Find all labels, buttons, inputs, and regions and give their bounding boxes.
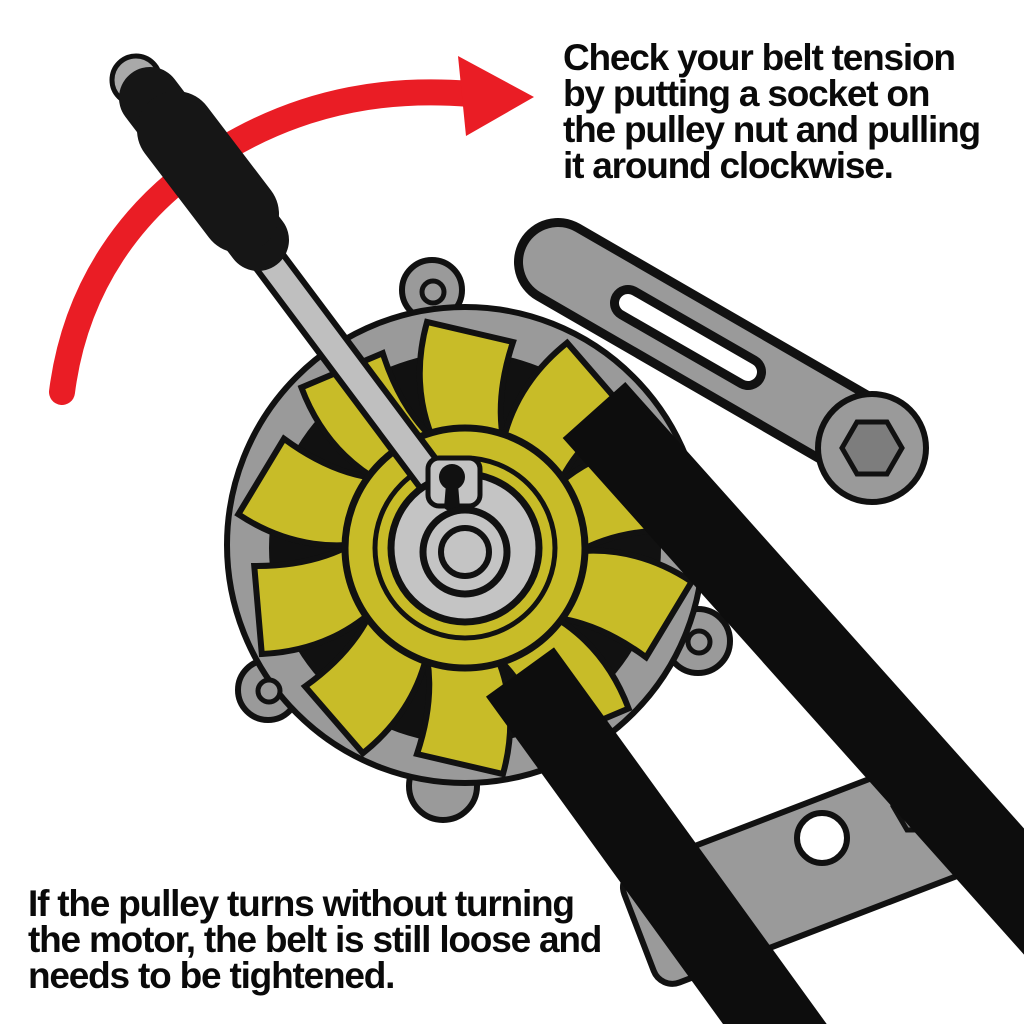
caption-line: it around clockwise. [563, 144, 894, 186]
ear-hole-right [685, 628, 713, 656]
caption-top: Check your belt tension by putting a soc… [563, 37, 981, 186]
keyhole-drop [444, 484, 460, 512]
bracket-hole [794, 810, 850, 866]
belt-run-upper [562, 382, 1024, 955]
drive-belt [485, 382, 1024, 1024]
caption-line: by putting a socket on [563, 72, 930, 114]
wrench-handle-grip [137, 91, 279, 253]
caption-line: Check your belt tension [563, 37, 956, 78]
socket-wrench [109, 53, 478, 534]
socket-on-nut [387, 455, 543, 626]
ear-hole-top [419, 278, 447, 306]
keyhole-circle [439, 464, 465, 490]
caption-line: If the pulley turns without turning [28, 883, 575, 924]
bracket-hex-bolt [839, 419, 905, 477]
nut-inner [438, 525, 492, 579]
belt-run-lower [485, 647, 827, 1024]
tension-bracket-top [514, 218, 929, 505]
wrench-shaft [228, 210, 472, 528]
caption-line: the motor, the belt is still loose and [28, 918, 602, 960]
bracket-slot [619, 294, 757, 381]
caption-line: the pulley nut and pulling [563, 108, 981, 150]
caption-line: needs to be tightened. [28, 954, 395, 996]
ear-hole-left [255, 677, 283, 705]
caption-bottom: If the pulley turns without turning the … [28, 883, 602, 996]
arrow-head [458, 56, 534, 136]
